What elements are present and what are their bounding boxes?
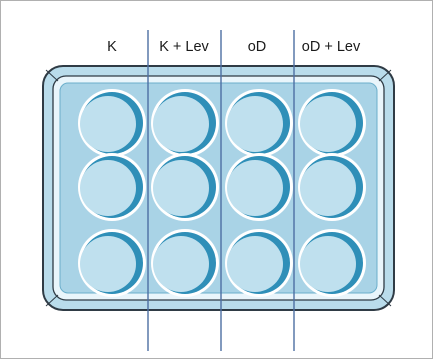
well-fill xyxy=(227,96,283,152)
well-fill xyxy=(80,160,136,216)
plate-corner-bevel xyxy=(45,69,59,82)
well xyxy=(78,89,146,157)
well xyxy=(78,153,146,221)
well-fill xyxy=(300,160,356,216)
well-fill xyxy=(80,96,136,152)
well-fill xyxy=(153,160,209,216)
well xyxy=(298,89,366,157)
column-label-k-lev: K + Lev xyxy=(159,39,209,55)
well-fill xyxy=(227,160,283,216)
column-label-od-lev: oD + Lev xyxy=(302,39,361,55)
well xyxy=(151,229,219,297)
wells-group xyxy=(78,89,366,297)
well xyxy=(298,229,366,297)
well xyxy=(151,153,219,221)
well-fill xyxy=(227,236,283,292)
well-fill xyxy=(80,236,136,292)
plate-corner-bevel xyxy=(378,69,392,82)
well-fill xyxy=(300,236,356,292)
well xyxy=(225,89,293,157)
plate-corner-bevel xyxy=(45,294,59,307)
well xyxy=(225,153,293,221)
well xyxy=(298,153,366,221)
well-fill xyxy=(300,96,356,152)
well-fill xyxy=(153,96,209,152)
plate-corner-bevel xyxy=(378,294,392,307)
well xyxy=(225,229,293,297)
well xyxy=(78,229,146,297)
well xyxy=(151,89,219,157)
column-label-od: oD xyxy=(248,39,267,55)
column-label-k: K xyxy=(107,39,117,55)
well-fill xyxy=(153,236,209,292)
column-dividers xyxy=(147,30,295,351)
